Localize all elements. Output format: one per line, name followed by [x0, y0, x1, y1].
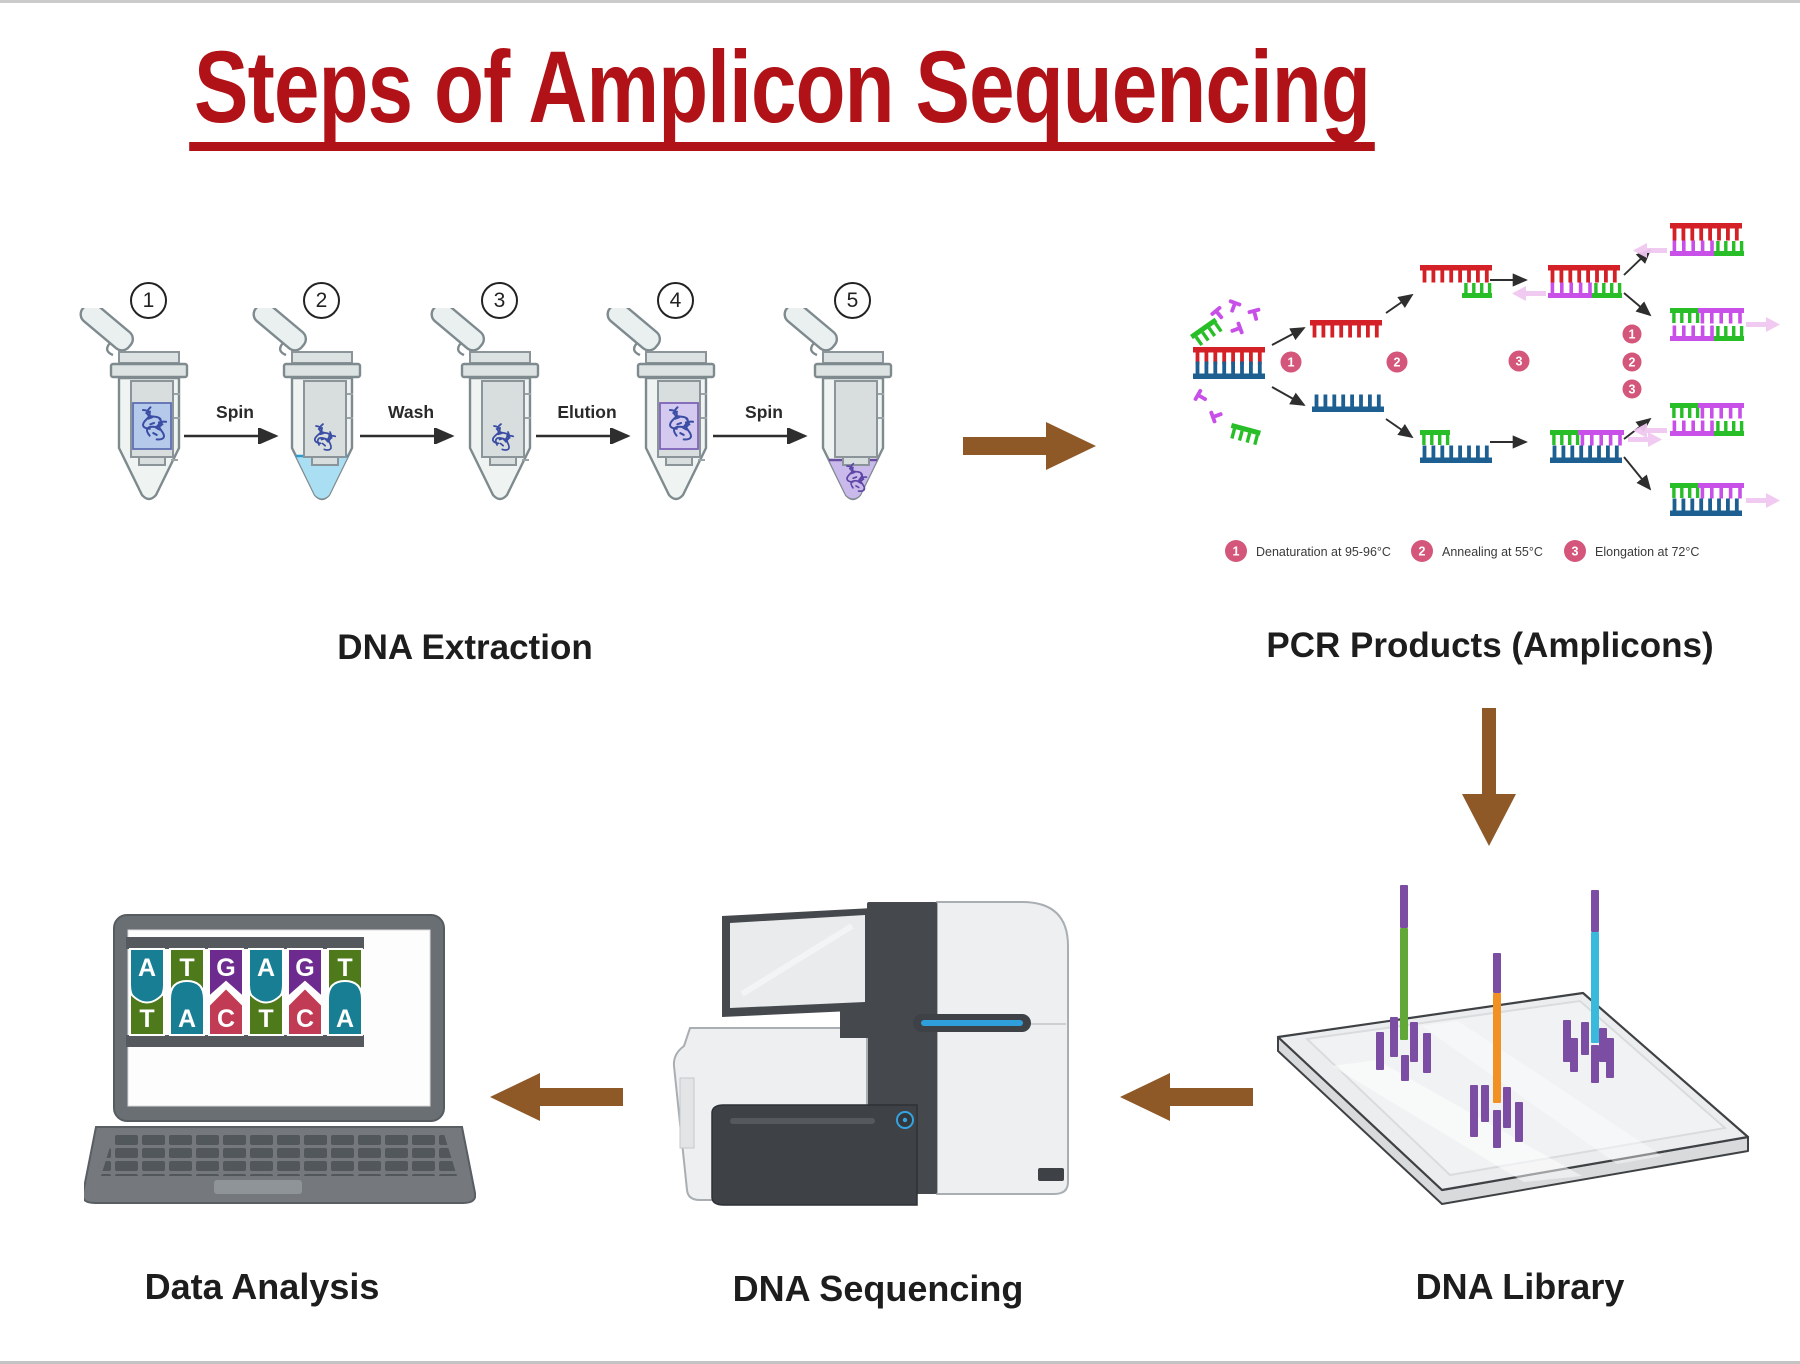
pcr-section-label: PCR Products (Amplicons)	[1266, 626, 1714, 665]
annealed-strands	[1420, 265, 1492, 463]
flow-arrow-left-icon	[490, 1073, 623, 1121]
library-cluster-cyan	[1563, 890, 1614, 1083]
library-cluster-orange	[1470, 953, 1523, 1148]
svg-text:A: A	[178, 1005, 196, 1033]
svg-text:1: 1	[1233, 545, 1240, 559]
svg-text:C: C	[296, 1005, 314, 1033]
svg-text:C: C	[217, 1005, 235, 1033]
arrow-label: Spin	[745, 402, 783, 422]
arrow-label: Elution	[557, 402, 617, 422]
svg-text:2: 2	[1419, 545, 1426, 559]
right-arrow-icon	[536, 426, 631, 446]
sequencing-section-label: DNA Sequencing	[732, 1268, 1024, 1309]
dna-sequencer	[672, 901, 1069, 1206]
cycle-step-marker-2: 2	[1386, 351, 1408, 373]
denatured-strands	[1310, 320, 1384, 412]
cycle2-marker-2: 2	[1622, 352, 1642, 372]
svg-text:A: A	[336, 1005, 354, 1033]
svg-text:G: G	[216, 954, 235, 982]
cycle-step-marker-1: 1	[1280, 351, 1302, 373]
analysis-laptop: AT TA GC AT GC TA	[84, 914, 476, 1204]
svg-text:2: 2	[1629, 356, 1636, 370]
library-cluster-green	[1376, 885, 1431, 1081]
sequence-tiles: AT TA GC AT GC TA	[129, 948, 363, 1036]
step-number-badge: 4	[657, 282, 694, 319]
cycle2-marker-1: 1	[1622, 324, 1642, 344]
arrow-label: Wash	[387, 402, 435, 422]
svg-text:G: G	[295, 954, 314, 982]
tube-icon-3	[430, 308, 540, 501]
svg-text:2: 2	[1394, 356, 1401, 370]
svg-text:3: 3	[1516, 355, 1523, 369]
dna-library-flowcell	[1276, 885, 1750, 1205]
cycle-step-marker-3: 3	[1508, 350, 1530, 372]
page-title: Steps of Amplicon Sequencing	[189, 36, 1375, 151]
svg-text:3: 3	[1572, 545, 1579, 559]
flow-arrow-right-icon	[963, 422, 1096, 470]
extraction-arrow-elution: Elution	[527, 402, 647, 449]
bottom-border-line	[0, 1361, 1800, 1364]
legend-item-elongation: 3 Elongation at 72°C	[1564, 540, 1699, 562]
svg-text:Annealing at 55°C: Annealing at 55°C	[1442, 545, 1543, 559]
tube-icon-2	[252, 308, 362, 501]
step-number-badge: 5	[834, 282, 871, 319]
pcr-diagram: 1 2 3 1 2 3 1 Denaturation at 95-96°C 2 …	[1190, 223, 1780, 562]
svg-text:A: A	[138, 954, 156, 982]
sequencer-drawer	[711, 1104, 918, 1206]
analysis-section-label: Data Analysis	[144, 1266, 380, 1307]
laptop-touchpad	[214, 1180, 302, 1194]
library-section-label: DNA Library	[1415, 1266, 1625, 1307]
right-arrow-icon	[713, 426, 808, 446]
svg-text:T: T	[139, 1005, 154, 1033]
extraction-arrow-spin2: Spin	[704, 402, 824, 449]
legend-item-denaturation: 1 Denaturation at 95-96°C	[1225, 540, 1391, 562]
svg-text:A: A	[257, 954, 275, 982]
svg-text:1: 1	[1629, 328, 1636, 342]
right-arrow-icon	[360, 426, 455, 446]
legend-item-annealing: 2 Annealing at 55°C	[1411, 540, 1543, 562]
step-number-badge: 3	[481, 282, 518, 319]
svg-text:3: 3	[1629, 383, 1636, 397]
svg-text:T: T	[337, 954, 352, 982]
svg-text:1: 1	[1288, 356, 1295, 370]
top-border-line	[0, 0, 1800, 3]
cycle2-marker-3: 3	[1622, 379, 1642, 399]
extraction-section-label: DNA Extraction	[337, 628, 593, 667]
tube-icon-4	[606, 308, 716, 501]
extraction-arrow-wash: Wash	[351, 402, 471, 449]
step-number-badge: 2	[303, 282, 340, 319]
arrow-label: Spin	[216, 402, 254, 422]
flow-arrow-left-icon	[1120, 1073, 1253, 1121]
svg-text:Denaturation at 95-96°C: Denaturation at 95-96°C	[1256, 545, 1391, 559]
extraction-arrow-spin1: Spin	[175, 402, 295, 449]
svg-text:T: T	[258, 1005, 273, 1033]
tube-icon-1	[79, 308, 189, 501]
tube-icon-5	[783, 308, 893, 501]
amplicon-products	[1633, 223, 1780, 516]
right-arrow-icon	[184, 426, 279, 446]
flow-arrow-down-icon	[1462, 708, 1516, 846]
svg-text:Elongation at 72°C: Elongation at 72°C	[1595, 545, 1699, 559]
template-dsdna	[1193, 347, 1265, 379]
step-number-badge: 1	[130, 282, 167, 319]
svg-text:T: T	[179, 954, 194, 982]
